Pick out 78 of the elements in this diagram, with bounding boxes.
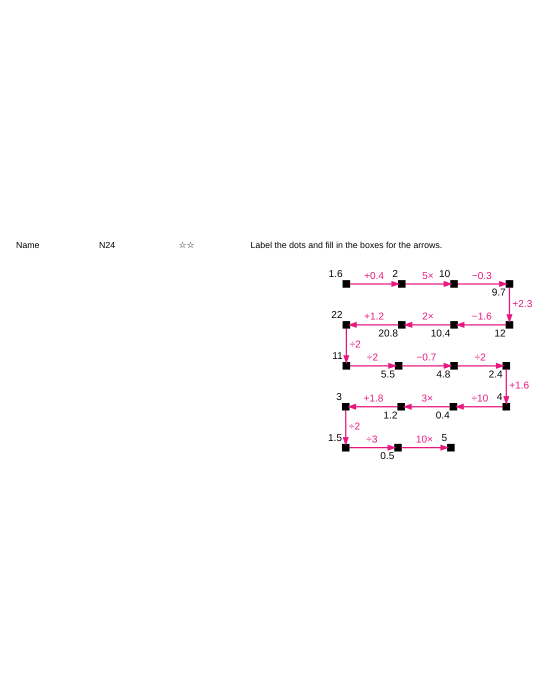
label: Label the dots and fill in the boxes for the arrows.	[250, 240, 442, 250]
arrow	[348, 322, 398, 328]
node-label: 2	[392, 269, 398, 280]
node-label: 1.5	[328, 432, 342, 444]
node-box	[502, 402, 510, 411]
node-box	[342, 444, 350, 452]
edge-label: ÷2	[348, 422, 360, 433]
edge-label: +1.2	[364, 312, 384, 323]
node-label: 11	[332, 351, 343, 362]
edge-label: ÷3	[366, 434, 378, 446]
node-label: 1.2	[383, 410, 398, 422]
node-box	[447, 444, 455, 452]
edge-label: +1.6	[509, 380, 530, 392]
node-label: 2.4	[488, 369, 503, 380]
arrow	[506, 287, 513, 324]
node-box	[394, 444, 402, 452]
edge-label: +0.4	[364, 270, 384, 282]
node-box	[342, 321, 350, 329]
node-box	[342, 402, 350, 411]
node-label: 10.4	[430, 328, 450, 340]
edge-label: 10×	[416, 434, 433, 446]
edge-label: +2.3	[512, 298, 532, 310]
edge-label: ÷10	[472, 394, 488, 405]
node-box	[502, 362, 510, 370]
arrow	[454, 404, 503, 410]
node-label: 22	[331, 310, 343, 322]
node-label: 5	[441, 432, 448, 444]
node-box	[450, 321, 458, 329]
node-label: 4	[496, 392, 503, 404]
arrow	[503, 369, 510, 405]
arrow	[342, 410, 349, 446]
node-label: 12	[494, 328, 506, 340]
label: ☆☆	[178, 240, 194, 250]
node-box	[342, 280, 350, 288]
node-box	[342, 362, 350, 370]
node-label: 10	[439, 269, 450, 280]
arrow	[401, 444, 450, 451]
node-label: 0.5	[380, 451, 394, 462]
arrow	[350, 280, 400, 288]
edge-label: ÷2	[474, 352, 486, 364]
arrow	[458, 362, 505, 369]
edge-label: −0.7	[416, 352, 436, 364]
edge-label: 2×	[422, 312, 434, 323]
node-label: 20.8	[378, 328, 398, 340]
edge-label: +1.8	[364, 394, 384, 405]
node-box	[397, 402, 405, 411]
node-box	[450, 402, 458, 411]
edge-label: ÷2	[350, 340, 361, 351]
arrow	[402, 404, 450, 410]
label: N24	[98, 240, 116, 250]
edge-label: 5×	[422, 270, 434, 282]
arrow	[403, 322, 451, 328]
node-label: 9.7	[492, 287, 506, 298]
arrow	[347, 404, 398, 410]
edge-label: −1.6	[472, 312, 492, 323]
node-box	[506, 280, 514, 288]
node-box	[394, 362, 402, 370]
arrow	[349, 444, 396, 451]
arrow	[456, 322, 506, 328]
arrow	[405, 280, 452, 288]
node-label: 5.5	[380, 369, 395, 380]
node-box	[450, 280, 458, 288]
node-label: 0.4	[436, 410, 450, 422]
node-label: 3	[336, 392, 342, 404]
node-box	[450, 362, 458, 370]
node-box	[398, 280, 406, 288]
node-box	[506, 321, 514, 329]
node-label: 1.6	[328, 269, 343, 280]
arrow	[350, 362, 398, 369]
arrow	[343, 328, 350, 364]
node-box	[398, 321, 406, 329]
arrow	[458, 280, 508, 288]
arrow	[402, 362, 452, 369]
edge-label: ÷2	[366, 352, 378, 364]
edge-label: −0.3	[472, 270, 492, 282]
label: Name	[16, 240, 40, 250]
edge-label: 3×	[422, 394, 434, 405]
node-label: 4.8	[436, 369, 450, 380]
